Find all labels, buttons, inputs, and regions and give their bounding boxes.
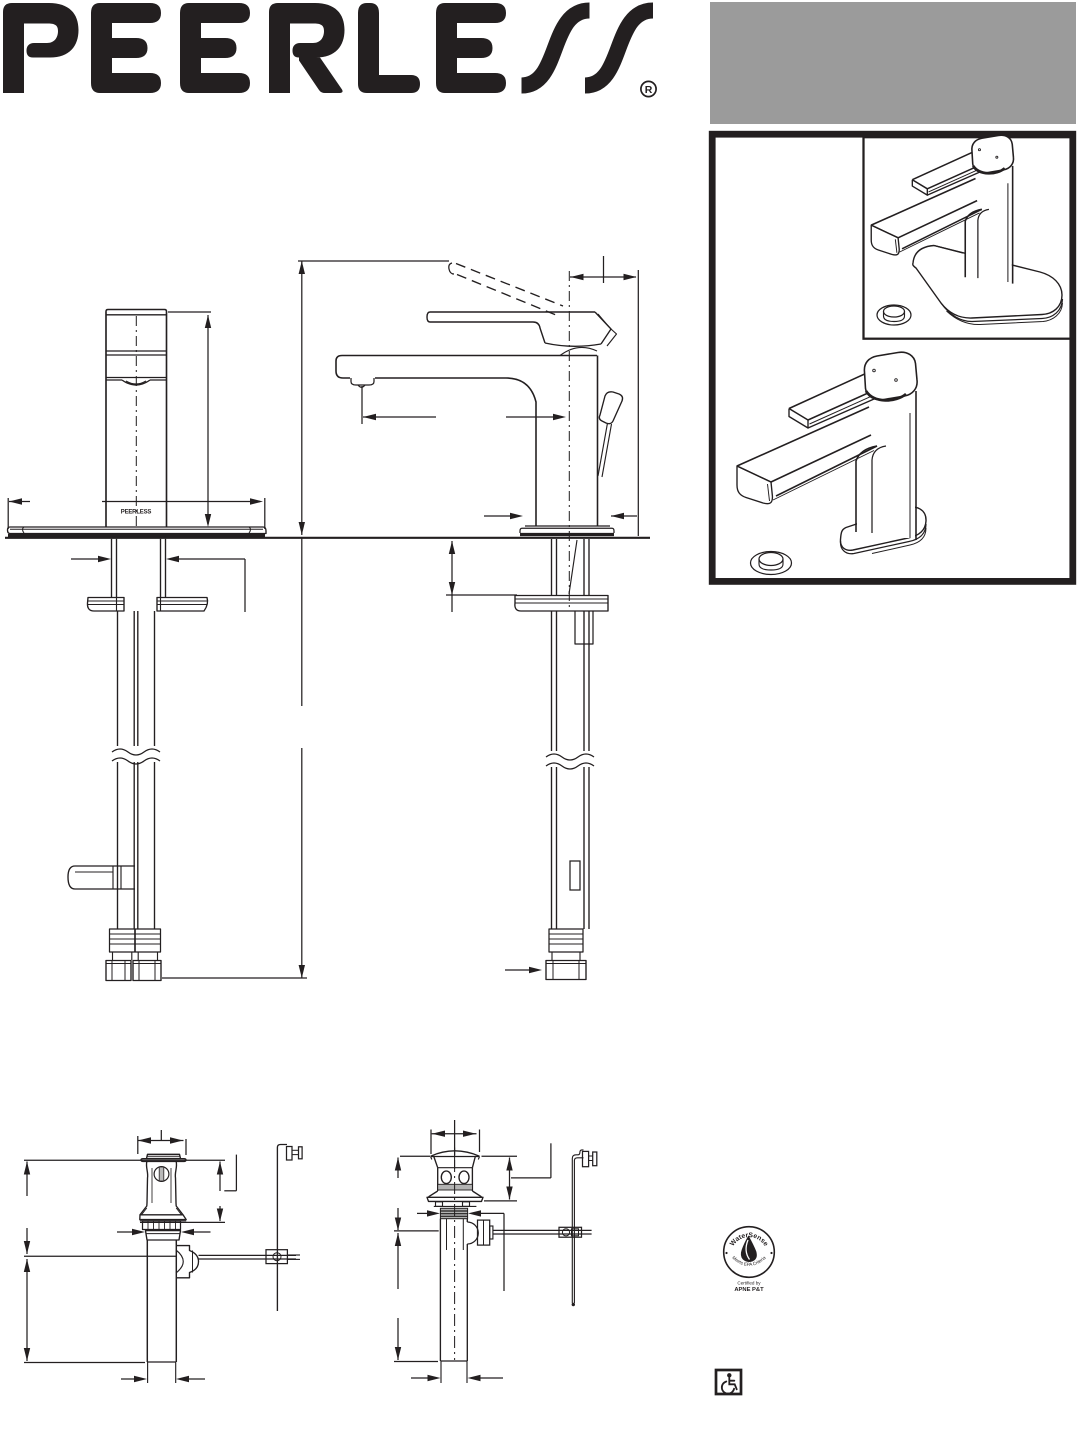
svg-text:APNE P&T: APNE P&T (734, 1287, 764, 1293)
svg-text:R: R (645, 84, 653, 96)
svg-text:PEERLESS: PEERLESS (121, 510, 152, 516)
svg-text:Certified by: Certified by (737, 1281, 761, 1286)
